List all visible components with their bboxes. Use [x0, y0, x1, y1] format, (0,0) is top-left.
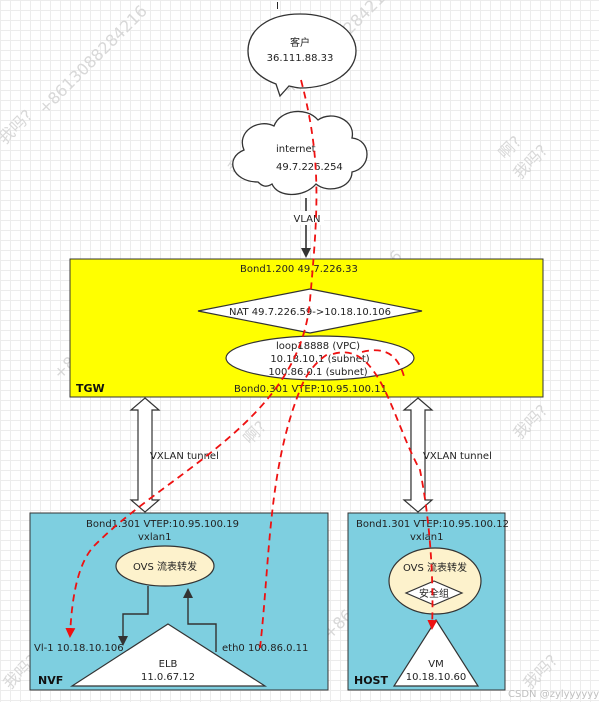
nvf-box: Bond1.301 VTEP:10.95.100.19 vxlan1 OVS 流… — [29, 512, 329, 691]
host-ovs: OVS 流表转发 — [403, 561, 467, 574]
watermark-10: 我吗? — [509, 401, 551, 443]
flow-to-host-vm — [332, 351, 438, 630]
elb-triangle — [69, 623, 268, 687]
nvf-bond: Bond1.301 VTEP:10.95.100.19 — [86, 519, 239, 530]
host-bond: Bond1.301 VTEP:10.95.100.12 — [356, 519, 509, 530]
vm-ip: 10.18.10.60 — [406, 672, 466, 683]
nvf-up-connector — [183, 588, 217, 652]
nvf-vl-port: Vl-1 10.18.10.106 — [34, 643, 124, 654]
flow-to-internet — [361, 349, 406, 381]
security-group-diamond — [404, 580, 464, 606]
host-box: Bond1.301 VTEP:10.95.100.12 vxlan1 OVS 流… — [347, 512, 509, 691]
tgw-bond-bottom: Bond0.301 VTEP:10.95.100.11 — [234, 384, 387, 395]
traffic-flow-layer — [65, 79, 438, 649]
vlan-label: VLAN — [294, 214, 321, 225]
nat-rule: NAT 49.7.226.59->10.18.10.106 — [229, 307, 391, 318]
watermark-7: 我吗? — [0, 106, 36, 148]
vpc-ellipse — [225, 335, 415, 381]
vpc-line-3: 100.86.0.1 (subnet) — [268, 367, 367, 378]
nvf-down-connector — [118, 586, 149, 646]
elb-ip: 11.0.67.12 — [141, 672, 195, 683]
nat-diamond — [197, 288, 423, 334]
client-name: 客户 — [290, 36, 310, 49]
cursor-mark: I — [276, 1, 279, 12]
client-ip: 36.111.88.33 — [267, 53, 334, 64]
internet-name: internet — [276, 144, 316, 155]
flow-nvf-eth0-up — [259, 353, 329, 649]
csdn-credit: CSDN @zylyyyyyy — [508, 689, 599, 700]
host-security-group: 安全组 — [419, 587, 449, 600]
host-label: HOST — [354, 674, 388, 687]
tgw-box: Bond1.200 49.7.226.33 NAT 49.7.226.59->1… — [69, 258, 544, 398]
right-tunnel-label: VXLAN tunnel — [423, 451, 492, 462]
nvf-ovs-ellipse — [115, 545, 215, 587]
vm-name: VM — [428, 659, 443, 670]
nvf-label: NVF — [38, 674, 63, 687]
nvf-eth0-port: eth0 100.86.0.11 — [222, 643, 308, 654]
internet-ip: 49.7.226.254 — [276, 162, 343, 173]
watermark-1: +8613088284216 — [34, 1, 150, 117]
watermark-14: 啊? — [239, 417, 270, 448]
tgw-label: TGW — [76, 382, 105, 395]
tgw-bond-top: Bond1.200 49.7.226.33 — [240, 264, 358, 275]
right-tunnel-arrow — [402, 397, 434, 513]
nvf-ovs: OVS 流表转发 — [133, 560, 197, 573]
left-tunnel-arrow — [129, 397, 161, 513]
host-vxlan: vxlan1 — [410, 532, 443, 543]
vm-triangle — [392, 618, 480, 687]
watermark-12: 我吗? — [519, 651, 561, 693]
internet-cloud: internet 49.7.226.254 — [232, 110, 368, 196]
client-bubble: 客户 36.111.88.33 — [247, 13, 357, 98]
left-tunnel-label: VXLAN tunnel — [150, 451, 219, 462]
nvf-vxlan: vxlan1 — [138, 532, 171, 543]
vpc-line-1: loop18888 (VPC) — [276, 341, 360, 352]
elb-name: ELB — [159, 659, 178, 670]
vpc-line-2: 10.18.10.1 (subnet) — [270, 354, 369, 365]
